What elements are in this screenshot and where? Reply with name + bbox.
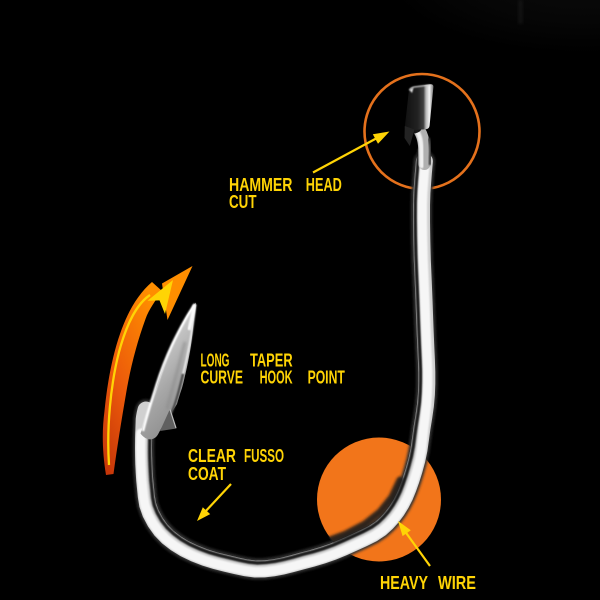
svg-text:LONG: LONG [201, 349, 230, 370]
svg-text:WIRE: WIRE [438, 572, 476, 593]
svg-text:HEAVY: HEAVY [380, 572, 429, 593]
svg-text:CUT: CUT [229, 191, 257, 212]
svg-text:FUSSO: FUSSO [244, 445, 284, 466]
svg-text:HEAD: HEAD [306, 174, 342, 195]
svg-text:TAPER: TAPER [250, 349, 293, 370]
svg-text:HAMMER: HAMMER [229, 174, 293, 195]
svg-text:COAT: COAT [188, 463, 227, 484]
svg-text:HOOK: HOOK [260, 367, 293, 388]
svg-text:CLEAR: CLEAR [188, 445, 236, 466]
svg-text:POINT: POINT [308, 367, 346, 388]
svg-text:CURVE: CURVE [201, 367, 244, 388]
